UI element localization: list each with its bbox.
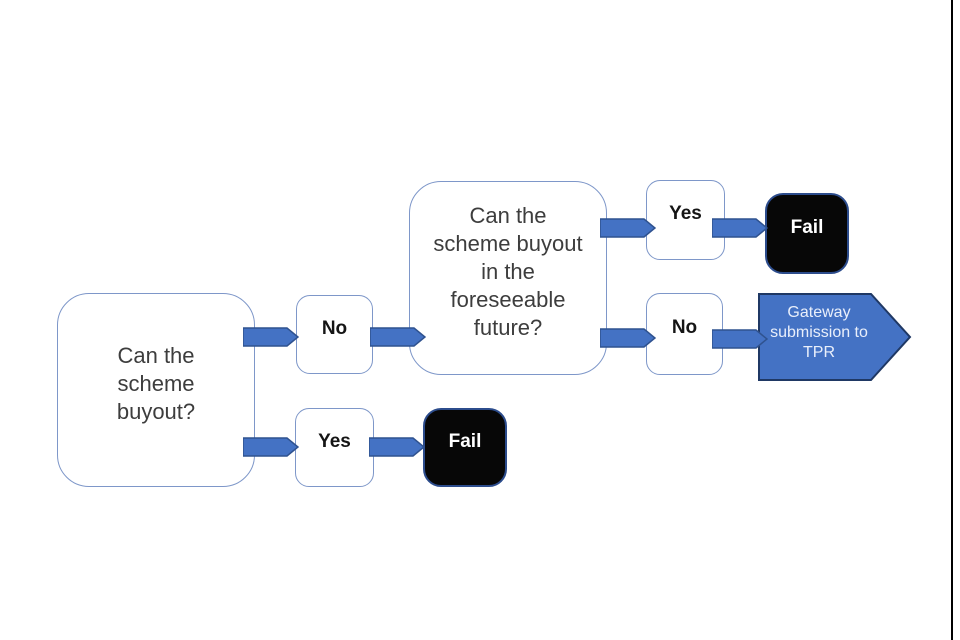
arrow-q2-to-yes-icon (600, 218, 656, 238)
arrow-no-to-q2-icon (370, 327, 426, 347)
arrow-q1-to-yes-icon (243, 437, 299, 457)
gateway-submission-node: Gateway submission to TPR (758, 293, 912, 381)
fail-label: Fail (448, 430, 482, 452)
decision-node-buyout-foreseeable-future: Can the scheme buyout in the foreseeable… (409, 181, 607, 375)
arrow-yes-to-fail-bottom-icon (369, 437, 425, 457)
arrow-q2-to-no-icon (600, 328, 656, 348)
branch-label: No (671, 317, 698, 338)
branch-label: Yes (669, 203, 702, 224)
branch-node-no-1: No (296, 295, 373, 374)
pentagon-arrow-shape (758, 293, 912, 381)
decision-node-label: Can the scheme buyout in the foreseeable… (433, 203, 583, 340)
fail-label: Fail (790, 216, 824, 238)
branch-node-yes-1: Yes (295, 408, 374, 487)
arrow-no-to-gateway-icon (712, 329, 768, 349)
arrow-q1-to-no-icon (243, 327, 299, 347)
decision-node-can-scheme-buyout: Can the scheme buyout? (57, 293, 255, 487)
fail-terminator-bottom: Fail (423, 408, 507, 487)
arrow-yes-to-fail-top-icon (712, 218, 768, 238)
branch-label: No (321, 317, 348, 339)
branch-label: Yes (318, 430, 351, 452)
decision-node-label: Can the scheme buyout? (116, 343, 196, 424)
gateway-label: Gateway submission to TPR (770, 304, 868, 361)
page-edge-line (951, 0, 953, 640)
fail-terminator-top: Fail (765, 193, 849, 274)
